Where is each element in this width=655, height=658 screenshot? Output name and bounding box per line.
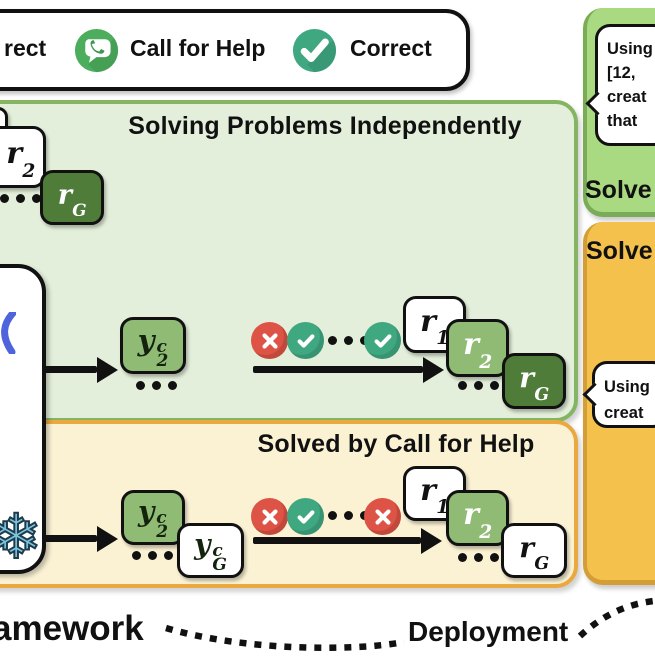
legend-box: rect Call for Help Correct (0, 9, 470, 91)
arrow-model-to-y2 (42, 366, 97, 373)
ellipsis-dots (136, 381, 177, 390)
correct-icon (364, 322, 401, 359)
frozen-model-box: ❄ (0, 264, 46, 574)
call-for-help-icon (74, 28, 119, 73)
arrow-verify-to-rewards-green (253, 366, 423, 373)
ellipsis-dots (0, 194, 41, 203)
ellipsis-dots (328, 511, 369, 520)
reward-box-rG-yellow: rG (501, 523, 567, 578)
legend-correct-label: Correct (350, 35, 432, 61)
result-box-rG-corner: rG (40, 170, 104, 225)
incorrect-icon (364, 498, 401, 535)
ellipsis-dots (458, 381, 499, 390)
dotted-connector-right (577, 597, 655, 639)
legend-incorrect-label-cut: rect (4, 35, 47, 61)
reward-box-r2-yellow: r2 (446, 490, 509, 546)
arrow-verify-to-rewards-yellow (253, 537, 421, 544)
incorrect-icon (251, 498, 288, 535)
ellipsis-dots (328, 336, 369, 345)
right-yellow-caption: Solve (586, 237, 653, 265)
ellipsis-dots (458, 553, 499, 562)
right-green-caption: Solve (585, 176, 652, 204)
correct-icon (287, 322, 324, 359)
correct-icon (287, 498, 324, 535)
reward-box-r2-green: r2 (446, 319, 509, 377)
deployment-label: Deployment (408, 616, 569, 647)
correct-check-icon (292, 28, 337, 73)
legend-call-for-help-label: Call for Help (130, 35, 266, 61)
prompt-bubble-yellow: Using creat (592, 361, 655, 428)
reward-box-rG-green: rG (502, 353, 566, 409)
dotted-connector-left (165, 624, 405, 652)
result-box-r2-corner: r2 (0, 126, 46, 188)
incorrect-icon (251, 322, 288, 359)
snowflake-icon: ❄ (0, 500, 43, 573)
prompt-bubble-green: Using [12, creat that (595, 24, 655, 146)
green-panel-title: Solving Problems Independently (128, 112, 522, 140)
arrow-model-to-y2-help (42, 535, 97, 542)
framework-label-cut: amework (0, 609, 144, 648)
model-logo-swoosh-icon (1, 312, 16, 354)
yellow-panel-title: Solved by Call for Help (257, 430, 535, 458)
ellipsis-dots (132, 551, 173, 560)
